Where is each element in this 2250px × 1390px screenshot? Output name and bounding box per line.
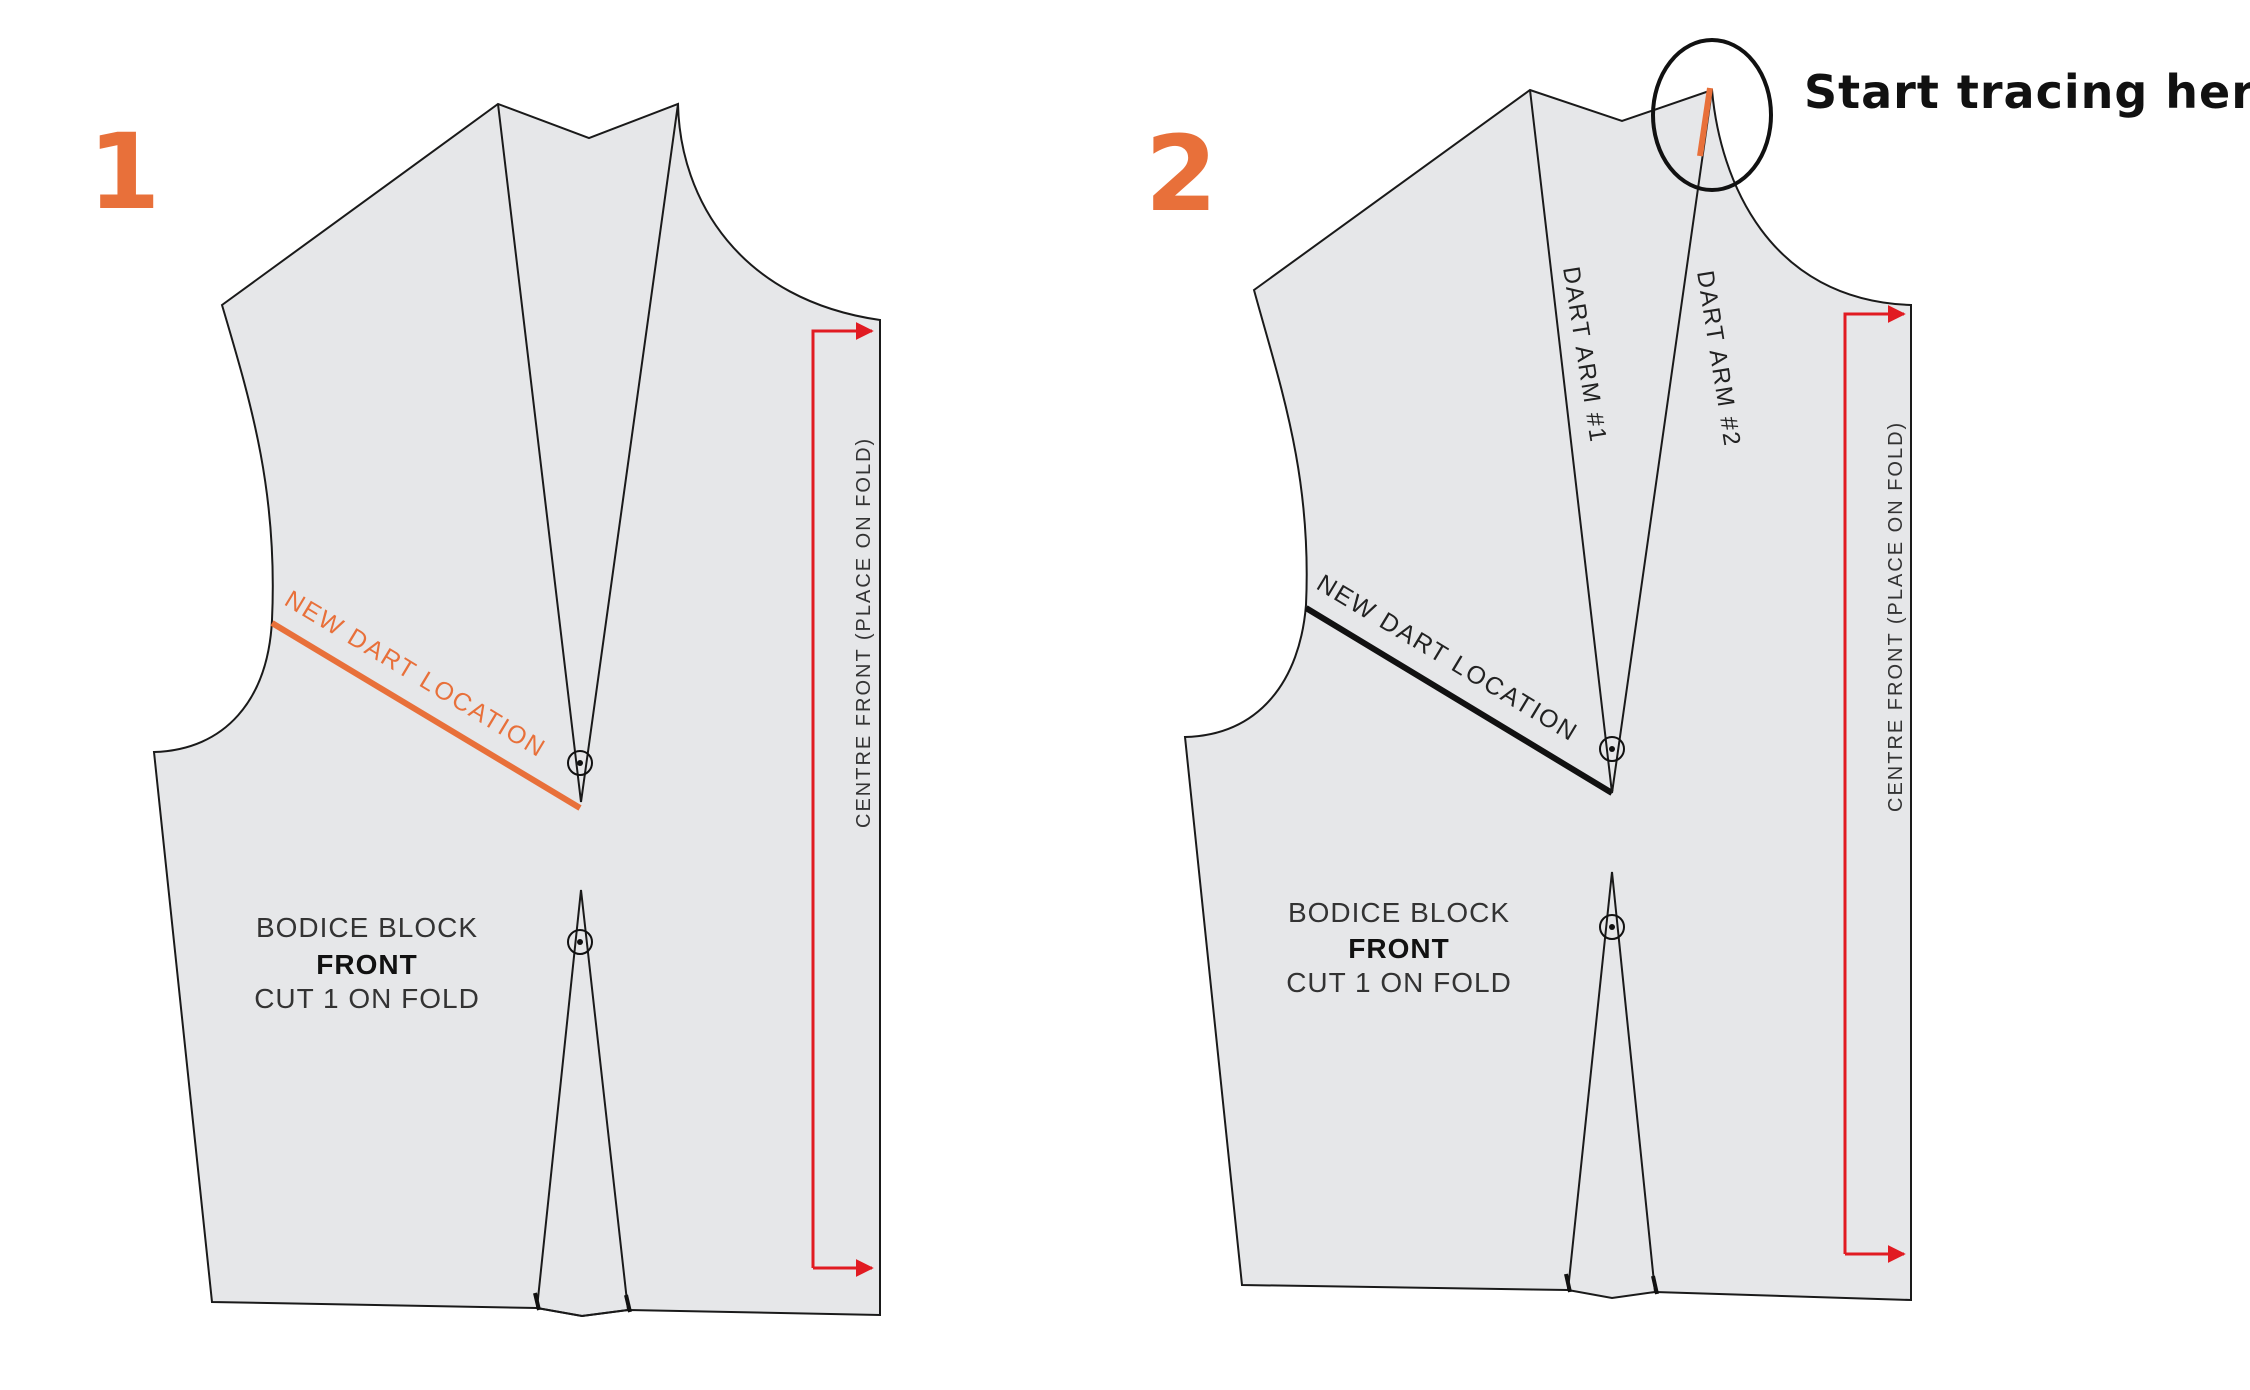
bust-point-marker-2a	[1599, 736, 1625, 762]
bust-point-marker-1a	[567, 750, 593, 776]
waist-dart-2	[1567, 871, 1656, 1293]
piece-cut-2: CUT 1 ON FOLD	[1286, 967, 1512, 998]
waist-dart-cap-1	[536, 1307, 629, 1318]
piece-cut-1: CUT 1 ON FOLD	[254, 983, 480, 1014]
bust-point-marker-2b	[1599, 914, 1625, 940]
start-tracing-mark	[1697, 87, 1713, 157]
bodice-front-piece-2	[1183, 88, 1912, 1302]
bodice-front-piece-1	[152, 102, 881, 1318]
grainline-top-1	[811, 322, 874, 1268]
piece-title-2: BODICE BLOCK	[1288, 897, 1510, 928]
shoulder-dart-1	[497, 103, 679, 803]
new-dart-line-1	[270, 620, 582, 811]
notch-2a	[1564, 1273, 1572, 1293]
notch-1b	[624, 1294, 632, 1313]
notch-1a	[533, 1292, 541, 1311]
dart-arms-2	[1529, 89, 1713, 794]
centre-front-label-2: CENTRE FRONT (PLACE ON FOLD)	[1885, 421, 1907, 812]
step-1-panel: 1 NEW DART LOCATION CENTRE FRONT (PLACE …	[88, 102, 881, 1318]
step-number-2: 2	[1145, 113, 1217, 235]
grainline-top-2	[1843, 305, 1906, 1254]
piece-front-2: FRONT	[1348, 933, 1449, 964]
piece-front-1: FRONT	[316, 949, 417, 980]
bust-point-marker-1b	[567, 929, 593, 955]
notch-2b	[1651, 1275, 1659, 1295]
piece-title-1: BODICE BLOCK	[256, 912, 478, 943]
step-number-1: 1	[88, 111, 160, 233]
start-tracing-callout: Start tracing here	[1804, 65, 2250, 119]
start-tracing-circle	[1651, 38, 1773, 192]
centre-front-label-1: CENTRE FRONT (PLACE ON FOLD)	[853, 437, 875, 828]
new-dart-line-2	[1304, 605, 1614, 796]
step-2-panel: 2 NEW DART LOCATION DART ARM #1 DART ARM…	[1145, 38, 2250, 1302]
waist-dart-1	[536, 889, 629, 1311]
